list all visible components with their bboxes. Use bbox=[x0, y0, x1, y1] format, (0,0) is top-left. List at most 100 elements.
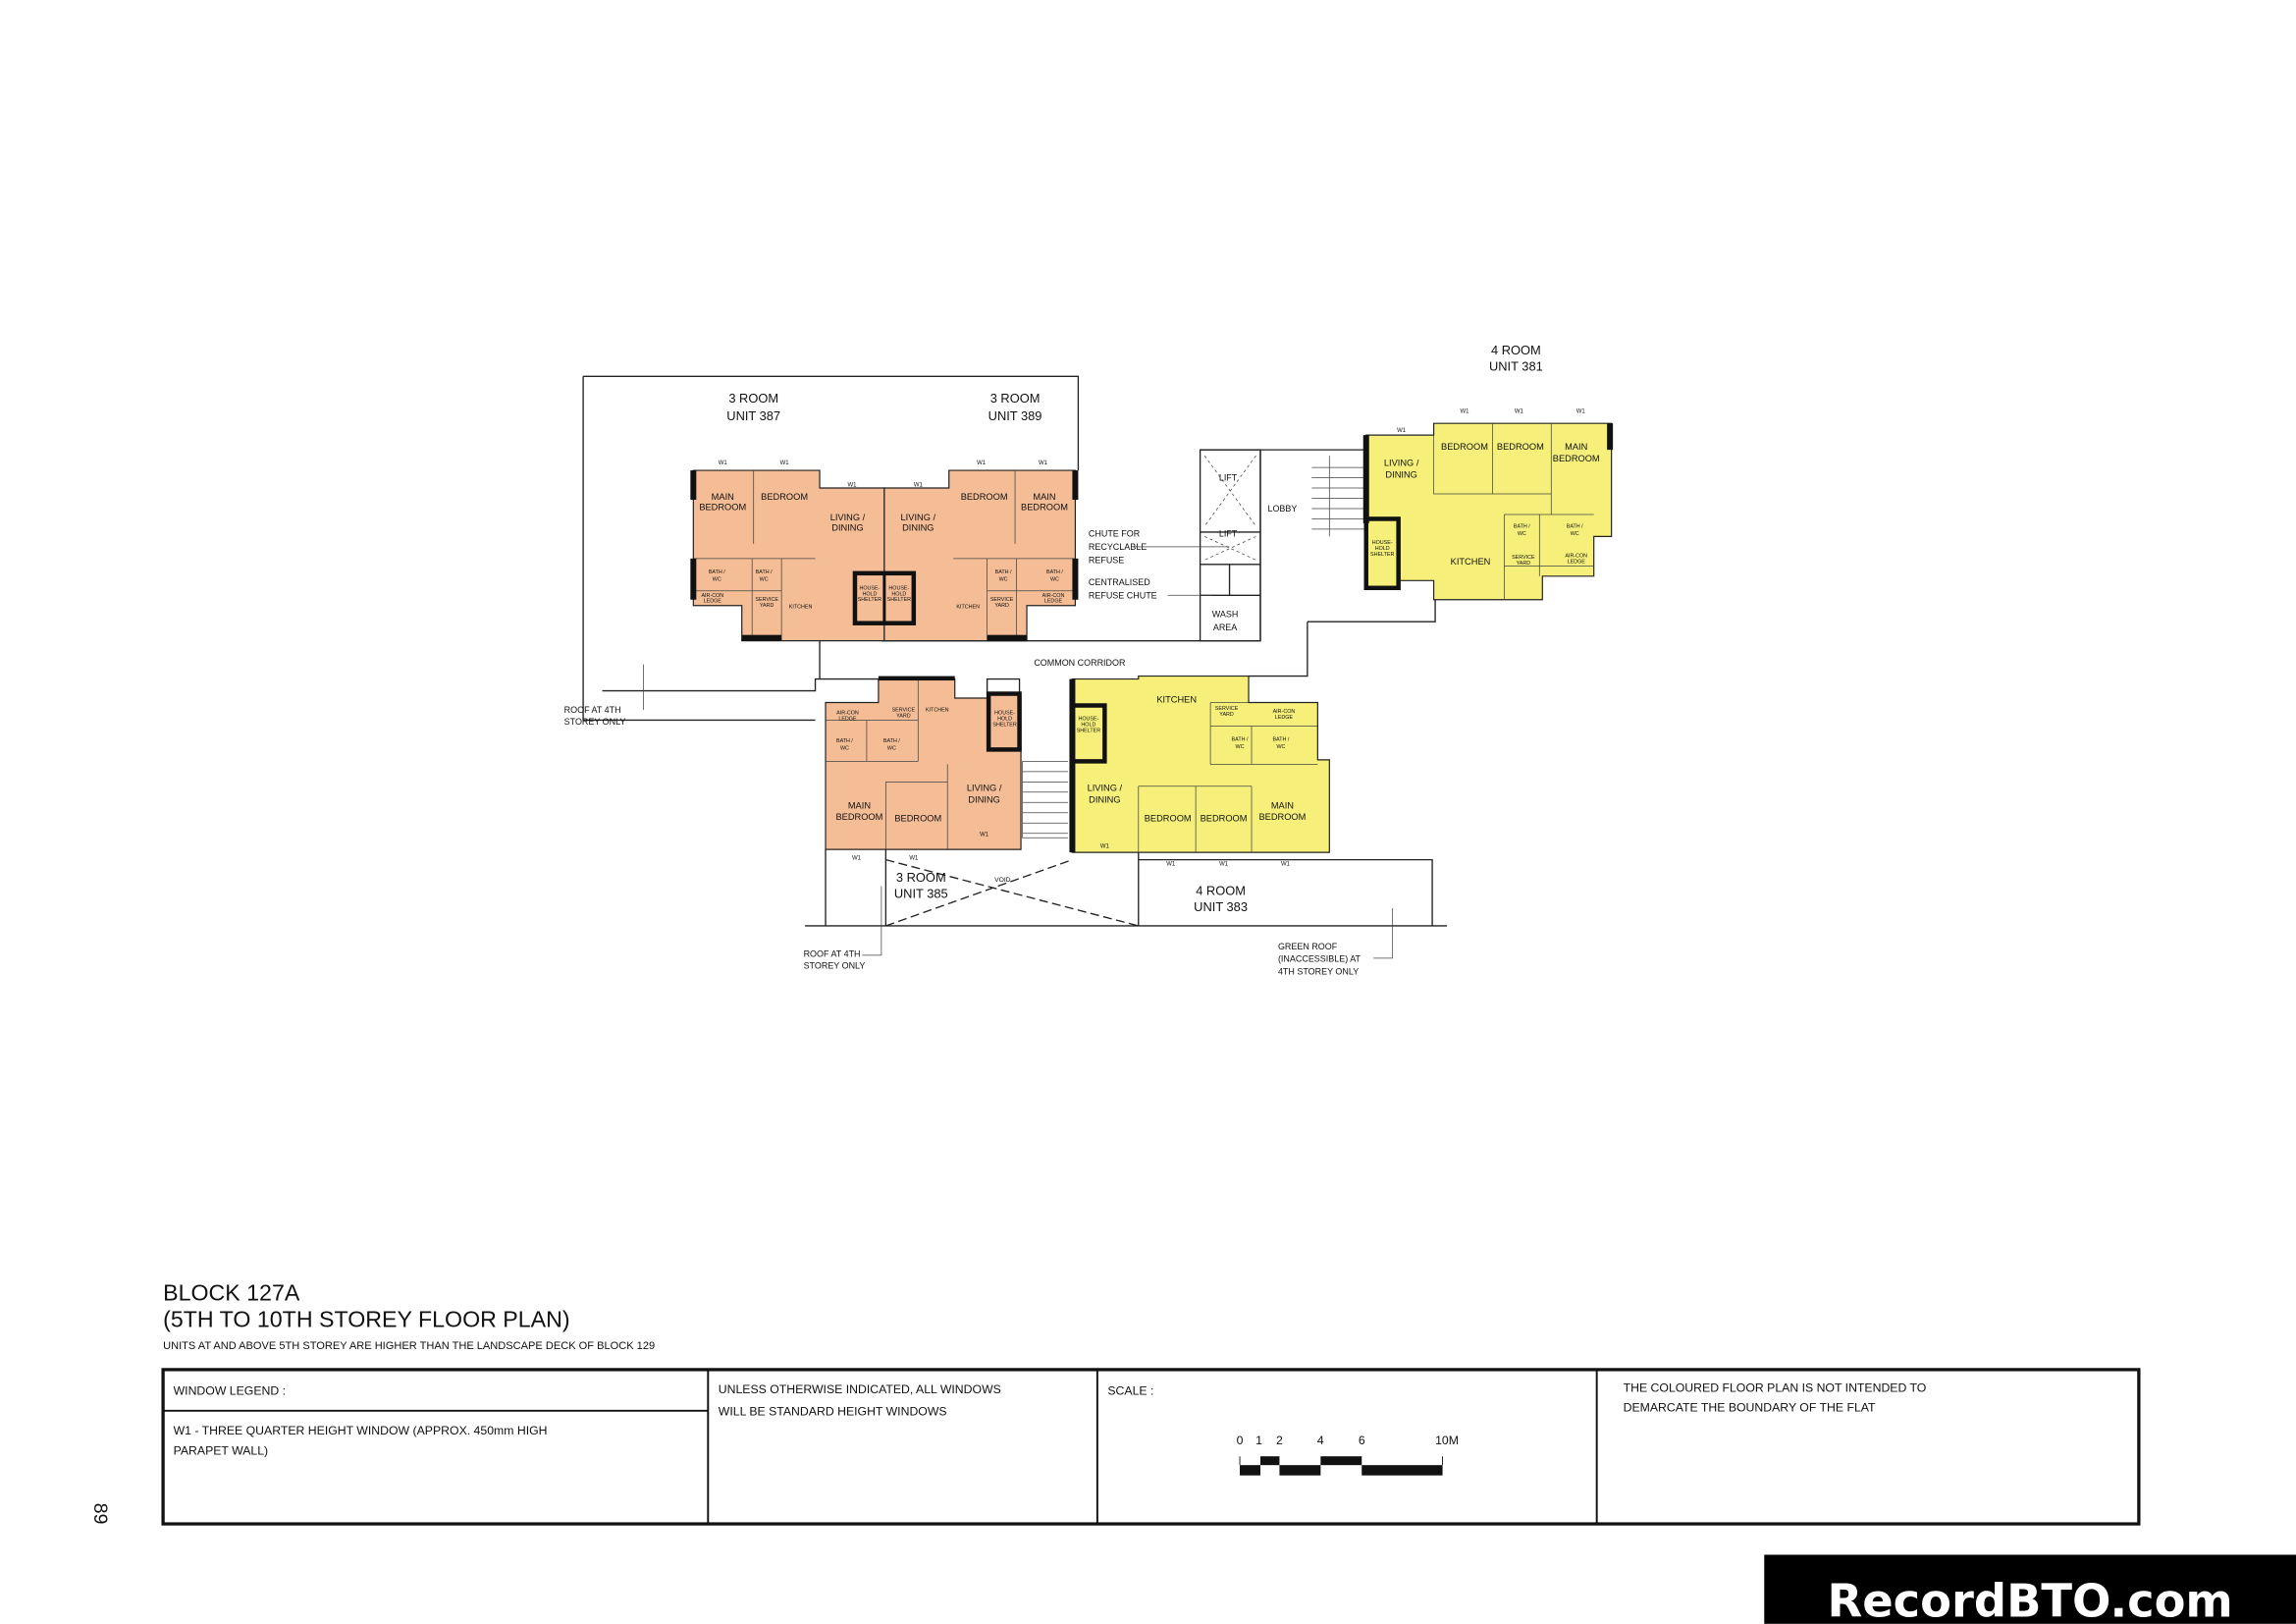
room-bedroom: BEDROOM bbox=[1441, 442, 1488, 452]
unit-type: 4 ROOM bbox=[1196, 884, 1246, 898]
window-w1: W1 bbox=[847, 483, 857, 489]
void-label: VOID bbox=[994, 877, 1011, 884]
room-bedroom: BEDROOM bbox=[894, 814, 941, 824]
room-living-dining: LIVING /DINING bbox=[830, 513, 866, 532]
scale-tick: 6 bbox=[1359, 1434, 1365, 1447]
unit-number: UNIT 383 bbox=[1194, 899, 1248, 914]
window-w1: W1 bbox=[909, 856, 919, 862]
room-bath-wc: BATH /WC bbox=[1046, 569, 1063, 582]
unit-385[interactable] bbox=[825, 676, 1022, 850]
lift-label: LIFT bbox=[1219, 473, 1238, 483]
room-kitchen: KITCHEN bbox=[926, 707, 949, 713]
window-w1: W1 bbox=[1219, 862, 1229, 868]
window-markers: W1 W1 W1 W1 W1 W1 W1 W1 W1 W1 W1 W1 W1 W… bbox=[719, 409, 1586, 868]
room-bath-wc: BATH /WC bbox=[1232, 736, 1249, 749]
room-bedroom: BEDROOM bbox=[1497, 442, 1544, 452]
scale-label: SCALE : bbox=[1107, 1383, 1153, 1397]
unit-number: UNIT 387 bbox=[726, 408, 780, 423]
room-kitchen: KITCHEN bbox=[1156, 695, 1197, 705]
room-living-dining: LIVING /DINING bbox=[967, 783, 1002, 804]
window-w1: W1 bbox=[780, 460, 790, 466]
unit-type: 4 ROOM bbox=[1491, 343, 1541, 357]
room-living-dining: LIVING /DINING bbox=[1088, 783, 1123, 804]
room-bedroom: BEDROOM bbox=[1201, 814, 1248, 824]
window-w1: W1 bbox=[1515, 409, 1524, 415]
lobby-label: LOBBY bbox=[1267, 504, 1297, 514]
room-bath-wc: BATH /WC bbox=[709, 569, 725, 582]
legend-table: WINDOW LEGEND : W1 - THREE QUARTER HEIGH… bbox=[161, 1368, 2141, 1526]
scale-tick: 10M bbox=[1435, 1434, 1459, 1447]
lift-label: LIFT bbox=[1219, 528, 1238, 538]
watermark-badge: RecordBTO.com bbox=[1764, 1554, 2296, 1624]
window-w1: W1 bbox=[1576, 409, 1586, 415]
room-bath-wc: BATH /WC bbox=[995, 569, 1012, 582]
room-bath-wc: BATH /WC bbox=[756, 569, 773, 582]
scale-tick: 4 bbox=[1317, 1434, 1324, 1447]
window-legend-label: WINDOW LEGEND : bbox=[174, 1383, 286, 1397]
room-bath-wc: BATH /WC bbox=[883, 738, 900, 751]
watermark-text: RecordBTO.com bbox=[1828, 1574, 2233, 1624]
unit-type: 3 ROOM bbox=[728, 391, 778, 406]
block-title: BLOCK 127A bbox=[163, 1280, 300, 1306]
stairs-lower bbox=[1022, 760, 1068, 839]
room-kitchen: KITCHEN bbox=[956, 605, 980, 611]
window-w1: W1 bbox=[852, 856, 862, 862]
room-living-dining: LIVING /DINING bbox=[901, 513, 936, 532]
unit-387[interactable] bbox=[690, 469, 885, 642]
window-w1: W1 bbox=[1461, 409, 1470, 415]
unit-381[interactable] bbox=[1362, 422, 1614, 601]
room-bedroom: BEDROOM bbox=[961, 492, 1008, 502]
common-corridor-label: COMMON CORRIDOR bbox=[1034, 658, 1126, 668]
page-number: 89 bbox=[89, 1503, 111, 1525]
unit-headings: 3 ROOM UNIT 387 3 ROOM UNIT 389 4 ROOM U… bbox=[726, 343, 1542, 914]
title-note: UNITS AT AND ABOVE 5TH STOREY ARE HIGHER… bbox=[163, 1340, 655, 1352]
window-w1: W1 bbox=[1166, 862, 1176, 868]
window-w1: W1 bbox=[980, 833, 989, 839]
unit-number: UNIT 381 bbox=[1489, 358, 1543, 373]
unit-383[interactable] bbox=[1069, 675, 1330, 853]
room-kitchen: KITCHEN bbox=[1451, 557, 1491, 567]
window-w1: W1 bbox=[1397, 428, 1407, 434]
window-w1: W1 bbox=[1039, 460, 1048, 466]
room-bedroom: BEDROOM bbox=[761, 492, 808, 502]
household-shelters-387-389 bbox=[852, 570, 917, 625]
room-living-dining: LIVING /DINING bbox=[1384, 459, 1419, 480]
unit-389[interactable] bbox=[883, 469, 1079, 642]
room-bath-wc: BATH /WC bbox=[836, 738, 853, 751]
room-bath-wc: BATH /WC bbox=[1567, 523, 1583, 536]
unit-type: 3 ROOM bbox=[990, 391, 1041, 406]
disclaimer: THE COLOURED FLOOR PLAN IS NOT INTENDED … bbox=[1624, 1380, 1927, 1414]
scale-tick: 1 bbox=[1255, 1434, 1262, 1447]
window-w1: W1 bbox=[1100, 844, 1110, 850]
w1-description: W1 - THREE QUARTER HEIGHT WINDOW (APPROX… bbox=[174, 1424, 548, 1458]
storey-title: (5TH TO 10TH STOREY FLOOR PLAN) bbox=[163, 1307, 569, 1332]
scale-tick: 0 bbox=[1237, 1434, 1244, 1447]
window-w1: W1 bbox=[719, 460, 728, 466]
scale-bar: 0 1 2 4 6 10M bbox=[1237, 1434, 1459, 1476]
title-block: BLOCK 127A (5TH TO 10TH STOREY FLOOR PLA… bbox=[163, 1280, 655, 1352]
